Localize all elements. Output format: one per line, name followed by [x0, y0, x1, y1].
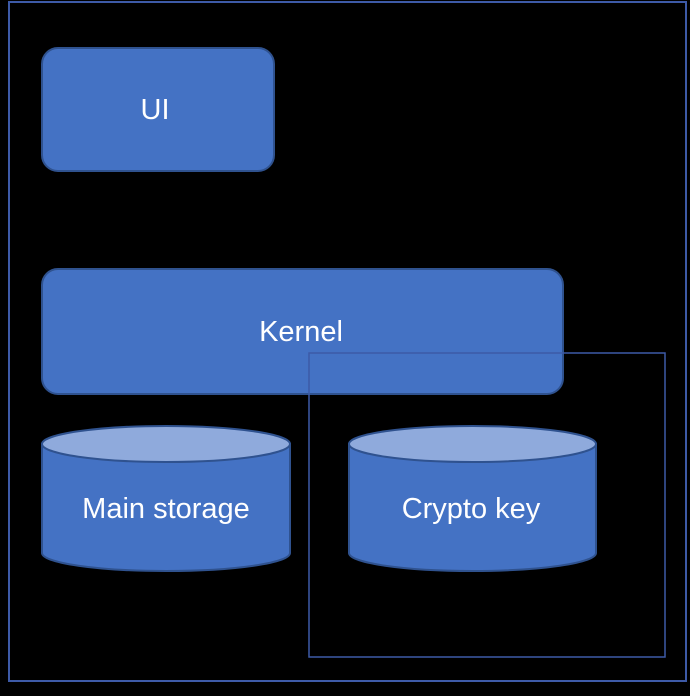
- kernel-label: Kernel: [259, 316, 343, 348]
- ui-block: UI: [41, 47, 275, 172]
- main-storage-label: Main storage: [82, 493, 250, 525]
- crypto-key-label: Crypto key: [402, 493, 541, 525]
- crypto-key-cylinder: Crypto key: [348, 425, 597, 572]
- kernel-block: Kernel: [41, 268, 564, 395]
- secure-region-outline: [308, 352, 666, 658]
- main-storage-cylinder: Main storage: [41, 425, 291, 572]
- kernel-box: [41, 268, 564, 395]
- ui-box: [41, 47, 275, 172]
- crypto-key-top: [348, 425, 597, 463]
- ui-label: UI: [141, 94, 170, 126]
- outer-frame: [8, 1, 687, 682]
- crypto-key-body: [348, 443, 597, 572]
- main-storage-body: [41, 443, 291, 572]
- main-storage-top: [41, 425, 291, 463]
